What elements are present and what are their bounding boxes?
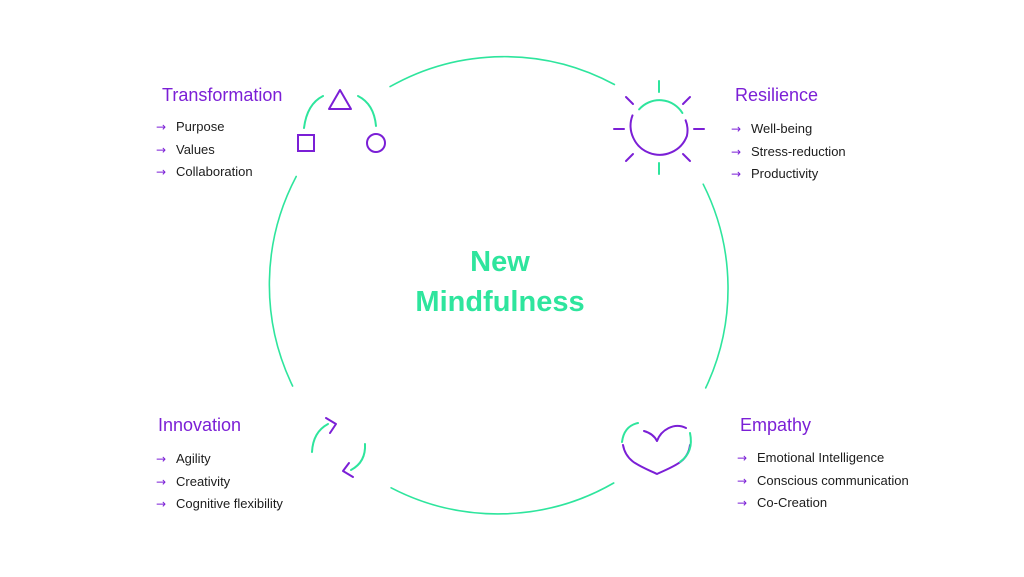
- list-item: → Cognitive flexibility: [156, 493, 283, 516]
- heart-arc-green-right: [679, 432, 692, 463]
- arrow-right-icon: →: [731, 167, 742, 181]
- arrow-right-icon: →: [156, 497, 167, 511]
- center-label-line1: New: [470, 246, 530, 278]
- sun-ray-br: [682, 153, 691, 162]
- item-label: Conscious communication: [757, 472, 909, 488]
- shapes-icon: [297, 89, 386, 153]
- arrow-right-icon: →: [156, 142, 167, 157]
- center-label: New Mindfulness: [390, 242, 610, 322]
- section-title: Empathy: [740, 415, 812, 435]
- item-label: Agility: [176, 451, 211, 466]
- cycle-arrows-icon: [311, 417, 367, 478]
- list-item: → Emotional Intelligence: [737, 447, 909, 470]
- arrow-right-icon: →: [737, 451, 748, 465]
- list-item: → Collaboration: [156, 161, 282, 184]
- cycle-arc-top: [389, 55, 616, 88]
- item-list: → Emotional Intelligence → Conscious commu…: [737, 447, 909, 515]
- sun-ray-bl: [625, 153, 634, 162]
- arrow-head-bottom: [342, 462, 354, 478]
- sun-arc-green: [638, 99, 684, 114]
- shapes-arc-right: [357, 95, 377, 127]
- section-title: Transformation: [162, 85, 283, 105]
- arrow-right-icon: →: [731, 122, 742, 136]
- section-title: Innovation: [158, 415, 242, 435]
- list-item: → Agility: [156, 448, 283, 471]
- item-list: → Well-being → Stress-reduction → Productiv…: [731, 118, 846, 186]
- list-item: → Purpose: [156, 116, 282, 139]
- circle-icon: [366, 133, 386, 153]
- item-label: Purpose: [176, 119, 225, 134]
- section-empathy: Empathy → Emotional Intelligence → Conscio…: [737, 414, 909, 515]
- item-label: Creativity: [176, 473, 231, 489]
- sun-arc-purple: [629, 114, 689, 156]
- cycle-arc-green-left: [311, 423, 329, 453]
- item-label: Co-Creation: [757, 495, 828, 510]
- cycle-arc-bottom: [390, 482, 615, 515]
- heart-arc-green-left: [621, 422, 639, 443]
- list-item: → Values: [156, 139, 282, 162]
- cycle-arc-right: [702, 183, 729, 389]
- sun-icon: [613, 80, 705, 175]
- list-item: → Conscious communication: [737, 470, 909, 493]
- list-item: → Creativity: [156, 471, 283, 494]
- arrow-head-top: [325, 417, 337, 434]
- triangle-icon: [328, 89, 352, 110]
- arrow-right-icon: →: [156, 474, 167, 489]
- sun-ray-tl: [625, 96, 634, 105]
- list-item: → Well-being: [731, 118, 846, 141]
- shapes-arc-left: [303, 95, 324, 129]
- arrow-right-icon: →: [156, 120, 167, 134]
- heart-outline-purple: [622, 444, 691, 475]
- item-label: Collaboration: [176, 164, 253, 179]
- cycle-arc-green-right: [350, 443, 367, 471]
- center-label-line2: Mindfulness: [415, 286, 585, 318]
- item-label: Emotional Intelligence: [757, 450, 885, 465]
- item-list: → Agility → Creativity → Cognitive flexibil…: [156, 448, 283, 516]
- section-transformation: Transformation → Purpose → Values → Collabo…: [156, 84, 283, 184]
- cycle-arc-left: [268, 175, 297, 387]
- arrow-right-icon: →: [156, 165, 167, 179]
- section-title: Resilience: [735, 85, 819, 105]
- arrow-right-icon: →: [737, 496, 748, 510]
- item-label: Values: [176, 141, 215, 157]
- list-item: → Stress-reduction: [731, 141, 846, 164]
- arrow-right-icon: →: [731, 144, 742, 159]
- sun-ray-tr: [682, 96, 691, 105]
- section-resilience: Resilience → Well-being → Stress-reduction…: [731, 84, 846, 186]
- list-item: → Productivity: [731, 163, 846, 186]
- item-label: Productivity: [751, 166, 819, 181]
- item-label: Cognitive flexibility: [176, 496, 283, 511]
- section-innovation: Innovation → Agility → Creativity → Cogniti…: [156, 414, 283, 516]
- item-label: Stress-reduction: [751, 143, 846, 159]
- list-item: → Co-Creation: [737, 492, 909, 515]
- arrow-right-icon: →: [156, 452, 167, 466]
- item-label: Well-being: [751, 121, 813, 136]
- heart-icon: [621, 422, 692, 475]
- square-icon: [297, 134, 315, 152]
- arrow-right-icon: →: [737, 473, 748, 488]
- heart-top-purple: [643, 424, 687, 442]
- item-list: → Purpose → Values → Collaboration: [156, 116, 282, 184]
